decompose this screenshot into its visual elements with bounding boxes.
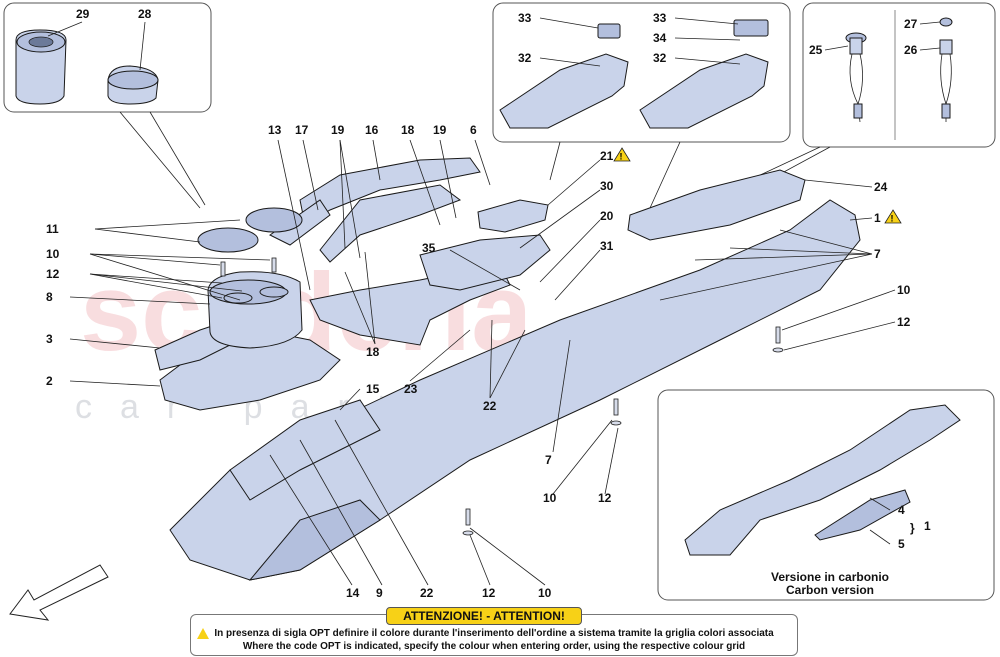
- warning-icon-1: !: [884, 209, 902, 224]
- callout-12-bottom: 12: [482, 586, 496, 600]
- armrest-cover: [627, 169, 806, 241]
- detail-box-sockets: 25 27 26: [802, 2, 996, 148]
- carbon-caption-it: Versione in carbonio: [771, 570, 889, 584]
- callout-32-right: 32: [653, 51, 667, 65]
- attention-title: ATTENZIONE! - ATTENTION!: [386, 607, 582, 625]
- detail-box-cup: 29 28: [3, 2, 212, 113]
- screws: [220, 257, 784, 536]
- callout-9: 9: [376, 586, 383, 600]
- callout-10-bottom: 10: [538, 586, 552, 600]
- callout-20: 20: [600, 209, 614, 223]
- callout-31: 31: [600, 239, 614, 253]
- callout-19-left: 19: [331, 123, 345, 137]
- callout-12-right: 12: [897, 315, 911, 329]
- callout-1: 1: [874, 211, 881, 225]
- attention-note-english: Where the code OPT is indicated, specify…: [242, 641, 746, 652]
- callout-22-bottom: 22: [420, 586, 434, 600]
- callout-8: 8: [46, 290, 53, 304]
- callout-7-right: 7: [874, 247, 881, 261]
- callout-18-top: 18: [401, 123, 415, 137]
- callout-10-left: 10: [46, 247, 60, 261]
- svg-text:!: !: [620, 152, 623, 162]
- bracket: }: [910, 521, 915, 535]
- callout-32-left: 32: [518, 51, 532, 65]
- callout-27: 27: [904, 17, 918, 31]
- callout-16: 16: [365, 123, 379, 137]
- callout-23: 23: [404, 382, 418, 396]
- warning-icon-note: [197, 628, 209, 639]
- callout-12-left: 12: [46, 267, 60, 281]
- callout-33-right: 33: [653, 11, 667, 25]
- callout-29: 29: [76, 7, 90, 21]
- callout-11: 11: [46, 222, 59, 236]
- callout-21: 21: [600, 149, 614, 163]
- callout-18-mid: 18: [366, 345, 380, 359]
- callout-14: 14: [346, 586, 360, 600]
- callout-26: 26: [904, 43, 918, 57]
- callout-2: 2: [46, 374, 53, 388]
- callout-17: 17: [295, 123, 309, 137]
- attention-note-italian: In presenza di sigla OPT definire il col…: [214, 628, 774, 639]
- callout-13: 13: [268, 123, 282, 137]
- front-cupholder-module: [154, 271, 341, 411]
- callout-33-left: 33: [518, 11, 532, 25]
- front-direction-arrow: [9, 564, 109, 621]
- callout-1-carbon: 1: [924, 519, 931, 533]
- mat-upper: [245, 207, 303, 233]
- callout-28: 28: [138, 7, 152, 21]
- callout-3: 3: [46, 332, 53, 346]
- callout-30: 30: [600, 179, 614, 193]
- callout-7-mid: 7: [545, 453, 552, 467]
- callout-12-mid: 12: [598, 491, 612, 505]
- warning-icon-21: !: [613, 147, 631, 162]
- callout-25: 25: [809, 43, 823, 57]
- callout-35: 35: [422, 241, 436, 255]
- switch-panel: [419, 234, 551, 291]
- callout-24: 24: [874, 180, 888, 194]
- center-console-tunnel: [169, 199, 861, 581]
- callout-10-mid: 10: [543, 491, 557, 505]
- callout-19-right: 19: [433, 123, 447, 137]
- detail-box-carbon: 4 5 } 1 Versione in carbonio Carbon vers…: [657, 389, 995, 601]
- leader-lines: [69, 139, 896, 586]
- svg-text:!: !: [891, 214, 894, 224]
- callout-15: 15: [366, 382, 380, 396]
- callout-4: 4: [898, 503, 905, 517]
- lid-21: [477, 199, 549, 233]
- detail-box-switch-panel: 33 32 33 34 32: [492, 2, 791, 143]
- carbon-caption-en: Carbon version: [786, 583, 874, 597]
- callout-6: 6: [470, 123, 477, 137]
- callout-22-mid: 22: [483, 399, 497, 413]
- callout-34: 34: [653, 31, 667, 45]
- callout-10-right: 10: [897, 283, 911, 297]
- mat-lower: [197, 227, 259, 253]
- callout-5: 5: [898, 537, 905, 551]
